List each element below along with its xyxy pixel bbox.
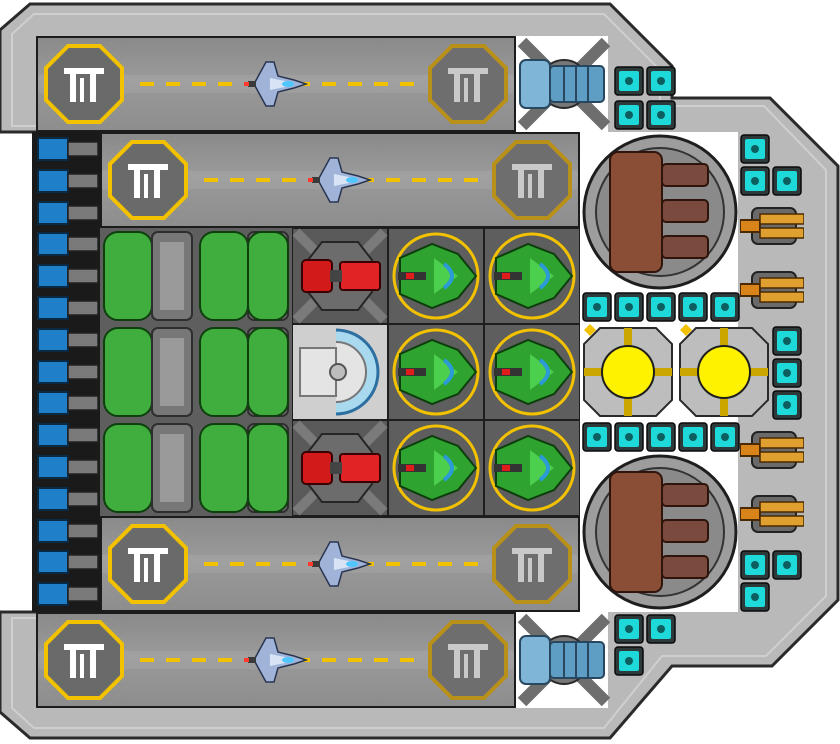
energy-cell[interactable] xyxy=(772,326,802,356)
autocannon[interactable] xyxy=(740,266,804,314)
thruster-vent xyxy=(36,166,100,196)
energy-cell[interactable] xyxy=(614,422,644,452)
energy-cell[interactable] xyxy=(646,100,676,130)
energy-cell[interactable] xyxy=(740,550,770,580)
thruster-vent xyxy=(36,198,100,228)
energy-cell[interactable] xyxy=(740,166,770,196)
energy-cell[interactable] xyxy=(582,422,612,452)
energy-cell[interactable] xyxy=(710,422,740,452)
autocannon[interactable] xyxy=(740,426,804,474)
thruster-vent xyxy=(36,484,100,514)
thruster-vent xyxy=(36,420,100,450)
engine-thruster[interactable] xyxy=(516,612,612,708)
launch-pad-active[interactable] xyxy=(44,620,124,700)
energy-cell[interactable] xyxy=(614,100,644,130)
engine-thruster[interactable] xyxy=(516,36,612,132)
launch-pad-idle[interactable] xyxy=(492,524,572,604)
green-turret[interactable] xyxy=(484,324,580,420)
launch-pad-active[interactable] xyxy=(108,140,188,220)
launch-pad-idle[interactable] xyxy=(492,140,572,220)
energy-cell[interactable] xyxy=(646,614,676,644)
fuel-tank-array[interactable] xyxy=(100,228,292,516)
power-reactor[interactable] xyxy=(580,324,676,420)
energy-cell[interactable] xyxy=(614,646,644,676)
heavy-artillery-turret[interactable] xyxy=(580,132,740,292)
fighter-ship[interactable] xyxy=(240,56,308,112)
green-turret[interactable] xyxy=(388,420,484,516)
energy-cell[interactable] xyxy=(772,390,802,420)
thruster-vent xyxy=(36,325,100,355)
energy-cell[interactable] xyxy=(678,292,708,322)
red-cannon-turret[interactable] xyxy=(292,420,388,516)
launch-pad-active[interactable] xyxy=(44,44,124,124)
thruster-vent xyxy=(36,357,100,387)
fighter-ship[interactable] xyxy=(240,632,308,688)
energy-cell[interactable] xyxy=(646,292,676,322)
red-cannon-turret[interactable] xyxy=(292,228,388,324)
launch-pad-idle[interactable] xyxy=(428,620,508,700)
autocannon[interactable] xyxy=(740,490,804,538)
energy-cell[interactable] xyxy=(614,614,644,644)
green-turret[interactable] xyxy=(484,420,580,516)
green-turret[interactable] xyxy=(484,228,580,324)
shield-generator[interactable] xyxy=(292,324,388,420)
energy-cell[interactable] xyxy=(646,422,676,452)
energy-cell[interactable] xyxy=(772,358,802,388)
thruster-vent xyxy=(36,452,100,482)
thruster-vent xyxy=(36,134,100,164)
launch-pad-idle[interactable] xyxy=(428,44,508,124)
energy-cell[interactable] xyxy=(710,292,740,322)
energy-cell[interactable] xyxy=(772,166,802,196)
energy-cell[interactable] xyxy=(772,550,802,580)
thruster-vent xyxy=(36,516,100,546)
launch-pad-active[interactable] xyxy=(108,524,188,604)
thruster-vent xyxy=(36,579,100,609)
energy-cell[interactable] xyxy=(740,134,770,164)
hangar-bay-bottom xyxy=(36,612,516,708)
thruster-vent xyxy=(36,293,100,323)
energy-cell[interactable] xyxy=(646,66,676,96)
energy-cell[interactable] xyxy=(614,292,644,322)
energy-cell[interactable] xyxy=(614,66,644,96)
thruster-vent xyxy=(36,229,100,259)
thruster-vent xyxy=(36,261,100,291)
fighter-ship[interactable] xyxy=(304,152,372,208)
thruster-vent xyxy=(36,388,100,418)
power-reactor[interactable] xyxy=(676,324,772,420)
heavy-artillery-turret[interactable] xyxy=(580,452,740,612)
thruster-vent xyxy=(36,547,100,577)
energy-cell[interactable] xyxy=(678,422,708,452)
green-turret[interactable] xyxy=(388,324,484,420)
autocannon[interactable] xyxy=(740,202,804,250)
green-turret[interactable] xyxy=(388,228,484,324)
energy-cell[interactable] xyxy=(740,582,770,612)
fighter-ship[interactable] xyxy=(304,536,372,592)
energy-cell[interactable] xyxy=(582,292,612,322)
